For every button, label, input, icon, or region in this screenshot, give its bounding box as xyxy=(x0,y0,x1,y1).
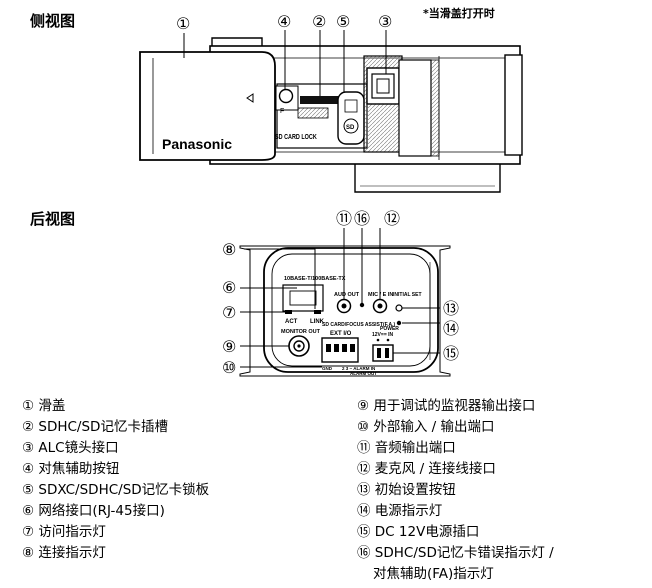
side-view-drawing: Panasonic SD CARD LOCK SD F xyxy=(139,30,523,193)
dc-12v-inlet[interactable] xyxy=(372,344,394,362)
mic-in-label: MIC / E IN xyxy=(368,292,393,298)
legend-item: ③ ALC镜头接口 xyxy=(22,440,119,456)
legend-item: ⑭ 电源指示灯 xyxy=(357,503,443,519)
callout-4: ④ xyxy=(277,14,291,31)
power-led xyxy=(396,320,402,326)
callout-7: ⑦ xyxy=(222,305,236,322)
legend-item: ⑮ DC 12V电源插口 xyxy=(357,524,480,540)
legend-item: 对焦辅助(FA)指示灯 xyxy=(373,566,494,582)
initial-set-button[interactable] xyxy=(395,304,403,312)
sd-lock-mark: SD xyxy=(346,125,355,131)
alarm-in-label: 2 3 ~ ALARM IN xyxy=(342,366,375,371)
side-callouts: ① ④ ② ⑤ ③ xyxy=(176,14,392,33)
slide-cover-open-note: *当滑盖打开时 xyxy=(423,7,495,20)
legend-item: ④ 对焦辅助按钮 xyxy=(22,461,120,477)
callout-8: ⑧ xyxy=(222,242,236,259)
audio-out-label: AUD OUT xyxy=(334,292,360,298)
callout-13: ⑬ xyxy=(443,300,459,318)
legend-item: ⑥ 网络接口(RJ-45接口) xyxy=(22,503,165,519)
ext-io-label: EXT I/O xyxy=(330,331,352,337)
sd-focus-label: SD CARD/FOCUS ASSIST(F.A.) xyxy=(322,322,395,328)
dc-in-label: 12V== IN xyxy=(372,332,394,338)
legend-item: ⑨ 用于调试的监视器输出接口 xyxy=(357,398,536,414)
monitor-out-label: MONITOR OUT xyxy=(281,329,321,335)
legend-right: ⑨ 用于调试的监视器输出接口 ⑩ 外部输入 / 输出端口 ⑪ 音频输出端口 ⑫ … xyxy=(357,396,554,585)
callout-5: ⑤ xyxy=(336,14,350,31)
act-label: ACT xyxy=(285,319,298,325)
callout-1: ① xyxy=(176,16,190,33)
legend-item: ⑫ 麦克风 / 连接线接口 xyxy=(357,461,496,477)
legend-item: ⑤ SDXC/SDHC/SD记忆卡锁板 xyxy=(22,482,210,498)
legend-item: ⑬ 初始设置按钮 xyxy=(357,482,456,498)
gnd-label: GND xyxy=(322,366,333,371)
callout-3: ③ xyxy=(378,14,392,31)
callout-10: ⑩ xyxy=(222,360,236,377)
legend-item: ① 滑盖 xyxy=(22,398,66,414)
sd-error-led xyxy=(359,302,365,308)
rear-view-title: 后视图 xyxy=(30,210,76,228)
side-view-title: 侧视图 xyxy=(30,12,76,30)
rear-view-drawing: 10BASE-T/100BASE-TX ACT LINK AUD OUT MIC… xyxy=(239,228,451,377)
callout-14: ⑭ xyxy=(443,320,459,338)
legend-item: ⑩ 外部输入 / 输出端口 xyxy=(357,419,495,435)
sd-card-lock-label: SD CARD LOCK xyxy=(275,133,317,141)
focus-assist-button[interactable] xyxy=(278,88,294,104)
callout-9: ⑨ xyxy=(222,339,236,356)
legend-item: ⑪ 音频输出端口 xyxy=(357,440,456,456)
sd-card-slot xyxy=(300,96,342,104)
legend-item: ② SDHC/SD记忆卡插槽 xyxy=(22,419,168,435)
callout-16: ⑯ xyxy=(354,210,370,228)
legend-item: ⑦ 访问指示灯 xyxy=(22,524,106,540)
callout-12: ⑫ xyxy=(384,210,400,228)
callout-6: ⑥ xyxy=(222,280,236,297)
power-label: POWER xyxy=(380,326,399,332)
panasonic-logo: Panasonic xyxy=(162,136,232,152)
alarm-out-label: ALARM OUT xyxy=(350,371,377,376)
callout-11: ⑪ xyxy=(336,210,352,228)
callout-2: ② xyxy=(312,14,326,31)
legend-item: ⑧ 连接指示灯 xyxy=(22,545,106,561)
callout-15: ⑮ xyxy=(443,345,459,363)
svg-text:F: F xyxy=(280,108,284,115)
legend-left: ① 滑盖 ② SDHC/SD记忆卡插槽 ③ ALC镜头接口 ④ 对焦辅助按钮 ⑤… xyxy=(22,396,209,564)
rear-callouts: ⑧ ⑥ ⑦ ⑨ ⑩ ⑪ ⑯ ⑫ ⑬ ⑭ ⑮ xyxy=(222,210,459,377)
legend-item: ⑯ SDHC/SD记忆卡错误指示灯 / xyxy=(357,545,554,561)
link-label: LINK xyxy=(310,319,325,325)
initial-set-label: INITIAL SET xyxy=(393,292,422,298)
